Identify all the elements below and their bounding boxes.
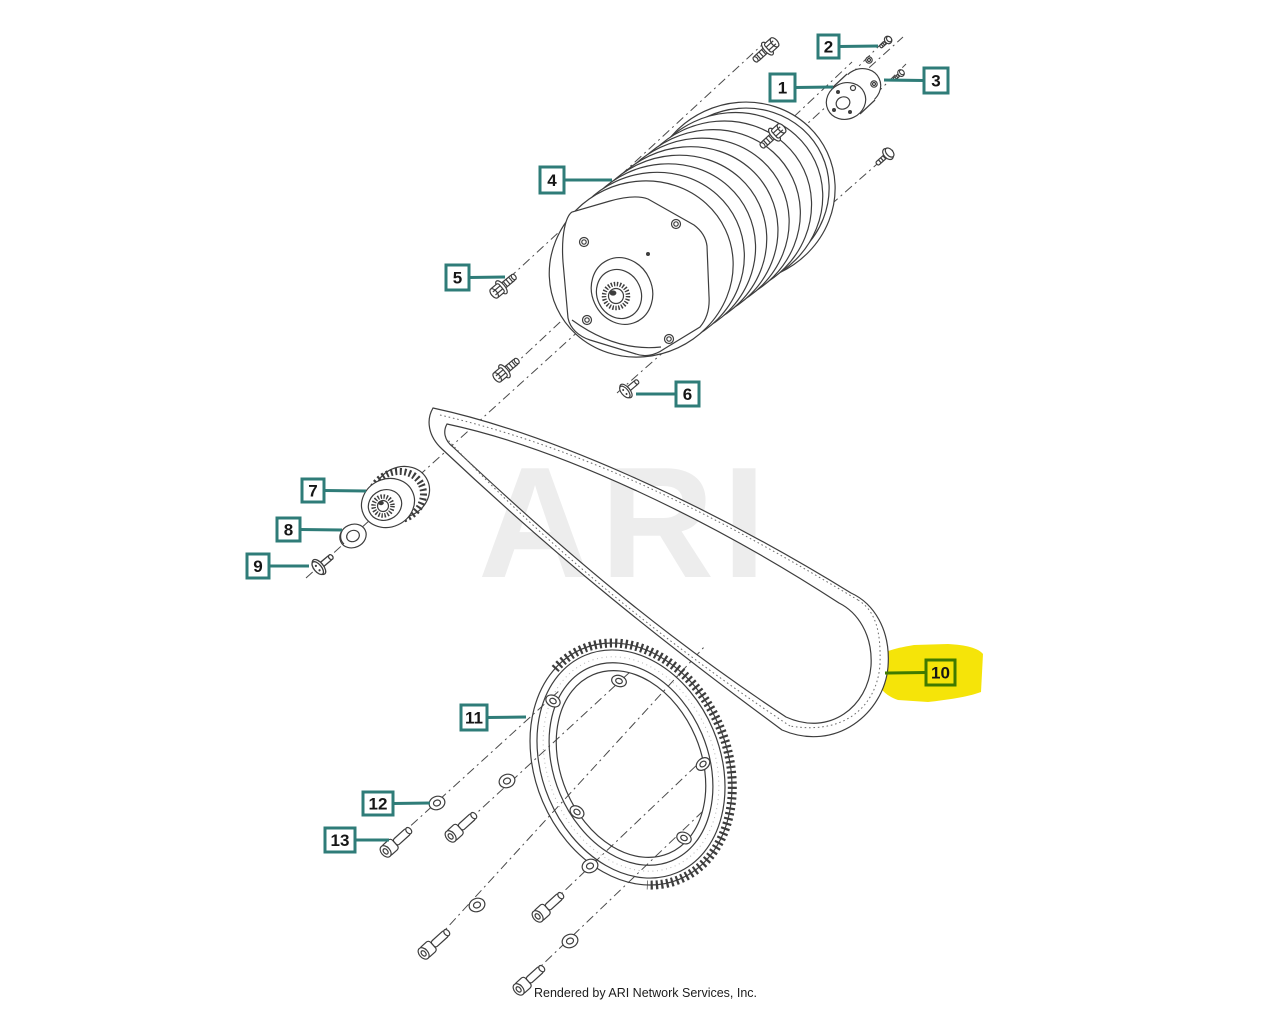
part-9-screw[interactable] [308,548,339,579]
callout-4[interactable]: 4 [538,165,612,195]
part-10-belt[interactable] [428,407,889,738]
callout-box[interactable] [538,165,566,195]
callout-number: 1 [778,79,787,98]
callout-leader-line [884,671,927,675]
callout-number: 12 [369,795,388,814]
part-2-screw[interactable] [865,34,894,64]
callout-leader-line [468,275,506,279]
part-6-screw[interactable] [616,373,644,402]
callout-leader-line [794,85,834,89]
callout-number: 2 [824,38,833,57]
callout-number: 9 [253,557,262,576]
callout-box[interactable] [275,516,302,543]
callout-box[interactable] [323,826,357,854]
callout-8[interactable]: 8 [275,516,343,543]
callout-5[interactable]: 5 [444,263,506,292]
bolt-top[interactable] [748,33,783,68]
callout-6[interactable]: 6 [636,380,701,408]
callout-box[interactable] [361,790,395,817]
callout-leader-line [323,489,367,493]
part-4-motor-assembly[interactable] [520,72,865,388]
part-5-bolt[interactable] [486,268,524,387]
callout-number: 8 [284,521,293,540]
callout-leader-line [392,801,431,805]
part-3-screw[interactable] [870,67,907,88]
callout-3[interactable]: 3 [883,66,950,95]
callout-box[interactable] [924,658,957,687]
callout-number: 7 [308,482,317,501]
callout-leader-line [883,78,925,82]
callout-number: 6 [683,385,692,404]
callout-number: 10 [931,664,950,683]
callout-7[interactable]: 7 [300,477,367,504]
callout-1[interactable]: 1 [768,72,834,103]
callout-box[interactable] [459,703,489,732]
callout-9[interactable]: 9 [245,552,309,580]
callout-box[interactable] [816,33,841,60]
callout-number: 4 [547,171,557,190]
motor-output-shaft [590,257,654,325]
callout-box[interactable] [768,72,797,103]
callout-12[interactable]: 12 [361,790,431,817]
callout-box[interactable] [245,552,271,580]
ring-gear-boss [545,674,711,845]
callout-box[interactable] [922,66,950,95]
part-11-ring-gear[interactable] [494,611,768,916]
callout-13[interactable]: 13 [323,826,389,854]
callout-10[interactable]: 10 [884,658,957,687]
callout-leader-line [299,528,343,532]
callout-leader-line [486,715,527,719]
footer-credit: Rendered by ARI Network Services, Inc. [534,986,757,1000]
callout-box[interactable] [444,263,471,292]
callout-number: 13 [331,831,350,850]
part-8-washer[interactable] [336,520,370,552]
part-7-pulley[interactable] [353,458,438,537]
callout-box[interactable] [300,477,326,504]
callout-2[interactable]: 2 [816,33,879,60]
part-12-washer[interactable] [426,771,601,951]
callout-box[interactable] [674,380,701,408]
callout-11[interactable]: 11 [459,703,527,732]
callout-number: 3 [931,72,940,91]
callout-number: 11 [465,709,483,728]
callout-leader-line [838,44,879,48]
part-1-hub[interactable] [820,62,886,126]
callout-number: 5 [453,269,462,288]
